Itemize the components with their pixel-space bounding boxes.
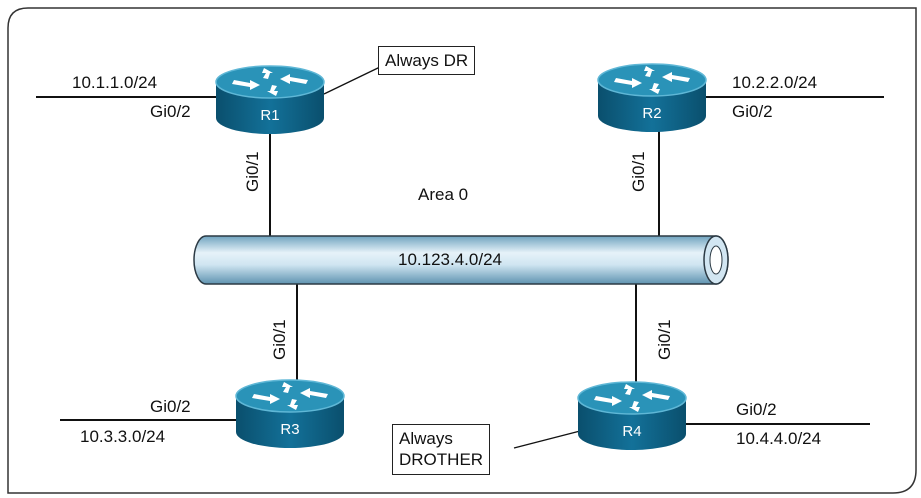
r3-uplink-interface-label: Gi0/1 (270, 319, 289, 360)
diagram-frame (7, 7, 917, 494)
r2-network-label: 10.2.2.0/24 (732, 73, 818, 92)
r1-network-label: 10.1.1.0/24 (72, 73, 158, 92)
r1-callout-connector (323, 66, 381, 95)
r1-role-callout: Always DR (378, 46, 476, 76)
r4-network-label: 10.4.4.0/24 (736, 429, 822, 448)
r1-uplink-interface-label: Gi0/1 (243, 151, 262, 192)
r3-name: R3 (280, 421, 300, 438)
r4-role-callout: Always DROTHER (392, 424, 491, 475)
r4-uplink-interface-label: Gi0/1 (655, 319, 674, 360)
r3-lan-interface-label: Gi0/2 (150, 397, 191, 416)
network-segment-pipe (193, 235, 729, 285)
r4-name: R4 (622, 423, 642, 440)
r4-callout-connector (513, 429, 585, 449)
r2-lan-interface-label: Gi0/2 (732, 102, 773, 121)
r4-callout-line-2: DROTHER (399, 450, 484, 470)
r3-network-label: 10.3.3.0/24 (80, 427, 166, 446)
r1-name: R1 (260, 107, 280, 124)
area-label: Area 0 (418, 185, 469, 204)
r1-lan-interface-label: Gi0/2 (150, 102, 191, 121)
r2-name: R2 (642, 105, 662, 122)
segment-label: 10.123.4.0/24 (398, 250, 502, 269)
r2-uplink-interface-label: Gi0/1 (629, 151, 648, 192)
r4-callout-line-1: Always (399, 429, 453, 448)
r4-lan-interface-label: Gi0/2 (736, 400, 777, 419)
